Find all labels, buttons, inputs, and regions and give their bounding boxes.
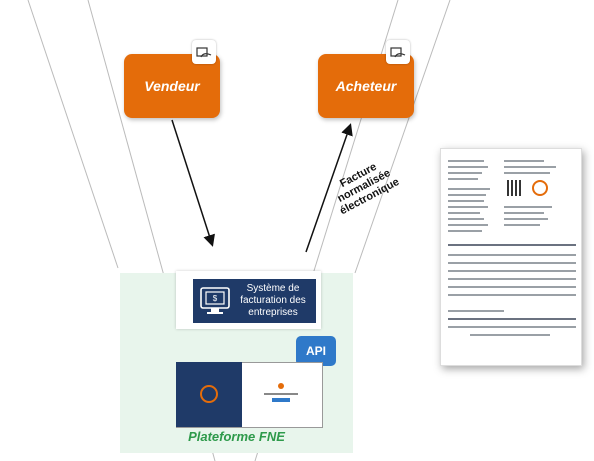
billing-system-box: Système de facturation des entreprises bbox=[193, 279, 316, 323]
invoice-line bbox=[448, 230, 482, 232]
invoice-table-row bbox=[448, 294, 576, 296]
funnel-line-left-outer bbox=[27, 0, 119, 269]
invoice-line bbox=[448, 172, 482, 174]
invoice-line bbox=[448, 224, 488, 226]
invoice-table-row bbox=[448, 326, 576, 328]
invoice-table-row bbox=[448, 254, 576, 256]
actor-acheteur: Acheteur bbox=[318, 40, 414, 118]
invoice-line bbox=[448, 200, 484, 202]
platform-label: Plateforme FNE bbox=[188, 429, 285, 444]
invoice-line bbox=[448, 218, 484, 220]
invoice-line bbox=[504, 224, 540, 226]
invoice-table-row bbox=[448, 262, 576, 264]
invoice-line bbox=[448, 160, 484, 162]
handshake-icon bbox=[192, 40, 216, 64]
invoice-table-row bbox=[448, 278, 576, 280]
platform-screen-left-panel bbox=[176, 362, 242, 427]
invoice-line bbox=[504, 166, 556, 168]
invoice-line bbox=[448, 194, 486, 196]
invoice-line bbox=[504, 212, 544, 214]
actor-vendeur-label: Vendeur bbox=[144, 78, 200, 94]
handshake-icon-graphic bbox=[196, 47, 212, 58]
invoice-line bbox=[448, 206, 488, 208]
billing-system-text: Système de facturation des entreprises bbox=[234, 283, 312, 319]
arrow-vendeur-to-billing bbox=[171, 119, 215, 247]
platform-dialog-graphic bbox=[264, 383, 298, 402]
handshake-icon-graphic bbox=[390, 47, 406, 58]
invoice-table-row bbox=[448, 270, 576, 272]
billing-label-line2: facturation des bbox=[240, 295, 306, 306]
funnel-line-right-outer bbox=[354, 0, 451, 274]
platform-logo-icon bbox=[200, 385, 218, 403]
actor-acheteur-label: Acheteur bbox=[335, 78, 397, 94]
stamp-icon bbox=[532, 180, 548, 196]
invoice-line bbox=[448, 310, 504, 312]
invoice-line bbox=[448, 166, 488, 168]
invoice-line bbox=[504, 218, 548, 220]
invoice-table-header bbox=[448, 244, 576, 246]
invoice-line bbox=[504, 160, 544, 162]
handshake-icon bbox=[386, 40, 410, 64]
billing-label-line1: Système de bbox=[246, 283, 300, 294]
api-badge: API bbox=[296, 336, 336, 366]
svg-text:$: $ bbox=[213, 294, 218, 303]
invoice-line bbox=[504, 172, 550, 174]
qr-code-icon bbox=[507, 180, 523, 196]
actor-vendeur: Vendeur bbox=[124, 40, 220, 118]
computer-invoice-icon: $ bbox=[200, 287, 230, 314]
invoice-line bbox=[504, 206, 552, 208]
invoice-line bbox=[448, 178, 478, 180]
invoice-line bbox=[448, 188, 490, 190]
invoice-line bbox=[448, 212, 480, 214]
invoice-line bbox=[470, 334, 550, 336]
invoice-table-header bbox=[448, 318, 576, 320]
api-badge-label: API bbox=[305, 344, 326, 358]
arrow-platform-to-acheteur bbox=[305, 123, 353, 253]
invoice-table-row bbox=[448, 286, 576, 288]
billing-label-line3: entreprises bbox=[248, 307, 298, 318]
